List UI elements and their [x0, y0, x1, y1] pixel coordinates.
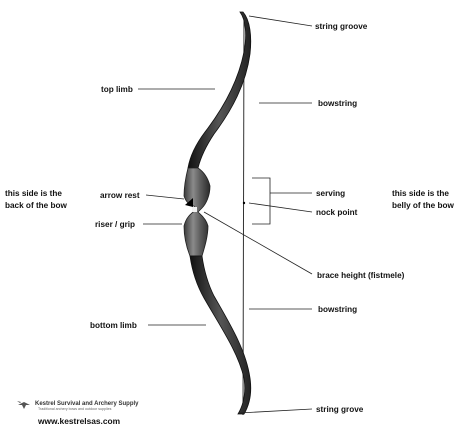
brand-url: www.kestrelsas.com — [37, 416, 120, 426]
label-bowstring-top: bowstring — [318, 99, 357, 108]
label-riser-grip: riser / grip — [95, 220, 135, 229]
leader-string-groove-top — [248, 15, 313, 27]
belly-side-note-line-1: this side is the — [392, 189, 449, 198]
bowstring-line — [242, 15, 245, 416]
arrow-shelf — [185, 198, 193, 207]
label-string-groove-top: string groove — [315, 22, 368, 31]
serving-bracket — [252, 177, 271, 225]
brand-tagline: Traditional archery bows and outdoor sup… — [38, 407, 112, 411]
nock-point-dot — [242, 201, 246, 205]
label-string-grove-bottom: string grove — [316, 405, 364, 414]
leader-string-grove-bottom — [238, 408, 313, 414]
label-bowstring-bottom: bowstring — [318, 305, 357, 314]
kestrel-logo-icon — [17, 401, 30, 409]
label-arrow-rest: arrow rest — [100, 191, 140, 200]
brand-name: Kestrel Survival and Archery Supply — [35, 401, 139, 407]
lower-limb — [189, 255, 252, 415]
label-bottom-limb: bottom limb — [90, 321, 137, 330]
label-brace-height: brace height (fistmele) — [317, 271, 405, 280]
leader-brace-height — [203, 211, 313, 275]
label-top-limb: top limb — [101, 85, 133, 94]
upper-limb — [187, 11, 252, 169]
leader-arrow-rest — [145, 194, 185, 200]
belly-side-note-line-2: belly of the bow — [392, 201, 454, 210]
back-side-note-line-2: back of the bow — [5, 201, 67, 210]
label-serving: serving — [316, 189, 345, 198]
leader-nock-point — [248, 202, 313, 213]
label-nock-point: nock point — [316, 208, 358, 217]
grip-highlight — [192, 207, 197, 212]
back-side-note-line-1: this side is the — [5, 189, 62, 198]
